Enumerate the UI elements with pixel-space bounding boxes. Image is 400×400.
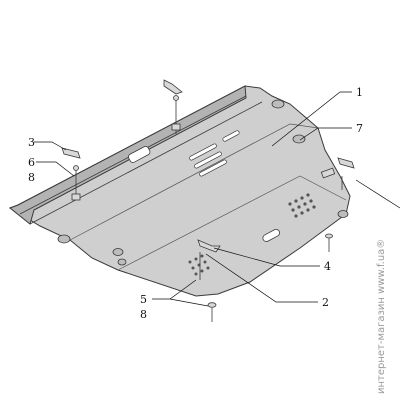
bolt [325, 233, 333, 252]
flange-ridge [29, 101, 263, 225]
bracket-left [61, 147, 81, 201]
slot-group [189, 130, 240, 177]
bracket-right [320, 157, 355, 190]
callout-6: 6 [28, 156, 35, 169]
watermark-text: интернет-магазин www.f.ua® [376, 238, 387, 394]
callout-8-upper: 8 [28, 171, 35, 184]
callout-7: 7 [356, 122, 363, 135]
callout-1: 1 [356, 86, 363, 99]
callout-8-lower: 8 [140, 308, 147, 321]
callout-2: 2 [322, 296, 329, 309]
rect-cutout [128, 145, 151, 163]
callout-3: 3 [28, 136, 35, 149]
bend-line [117, 175, 347, 271]
mounting-boss [57, 99, 349, 266]
leader-lines [34, 91, 400, 307]
watermark: интернет-магазин www.f.ua® [372, 239, 392, 394]
callout-4: 4 [324, 260, 331, 273]
perforation-pattern [288, 193, 316, 218]
bend-line [69, 123, 319, 241]
oval-cutout [262, 228, 280, 242]
skid-plate [8, 85, 351, 297]
callout-5: 5 [140, 293, 147, 306]
bracket-center [163, 79, 183, 134]
bolt [207, 302, 217, 322]
